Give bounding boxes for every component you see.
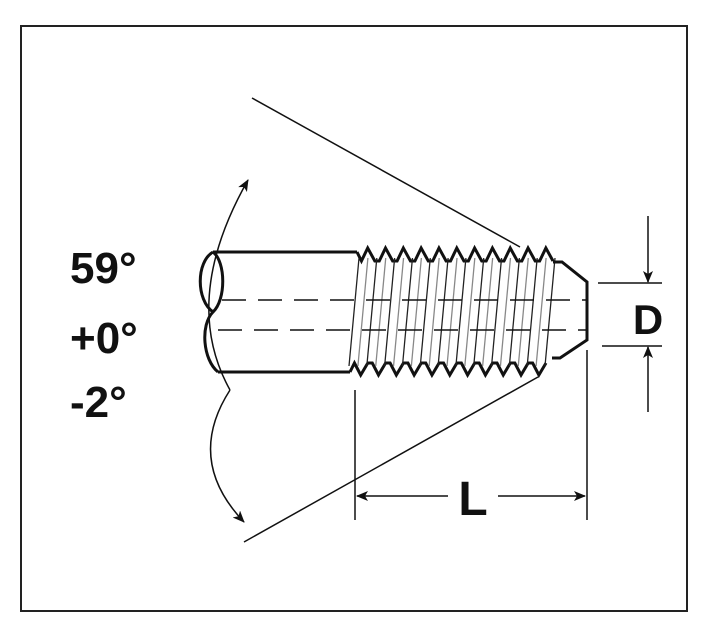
thread-line	[508, 257, 521, 367]
thread-line	[348, 257, 360, 367]
thread-line	[455, 257, 467, 367]
angle-label-minus: -2°	[70, 378, 127, 427]
thread-line	[410, 257, 423, 367]
thread-line	[499, 257, 512, 367]
thread-line	[535, 257, 547, 367]
thread-line	[526, 257, 538, 367]
thread-line	[437, 257, 449, 367]
diameter-label: D	[633, 296, 663, 343]
shank-break	[198, 250, 225, 374]
thread-line	[464, 257, 476, 367]
thread-line	[490, 257, 503, 367]
angle-arc-arrow	[208, 179, 249, 391]
thread-line	[446, 257, 458, 367]
thread-line	[366, 257, 378, 367]
angle-arc-arrow	[209, 389, 245, 523]
tip-chamfer	[552, 260, 589, 360]
angle-label-nominal: 59°	[70, 244, 137, 293]
angle-label-plus: +0°	[70, 314, 138, 363]
shank	[213, 250, 357, 374]
thread-line	[419, 257, 431, 367]
threaded-section	[348, 244, 556, 379]
thread-line	[517, 257, 529, 367]
thread-line	[401, 257, 414, 367]
thread-line	[481, 257, 494, 367]
angle-line-bottom	[243, 376, 539, 543]
thread-line	[428, 257, 440, 367]
thread-line	[392, 257, 405, 367]
thread-line	[473, 257, 485, 367]
thread-line	[375, 257, 387, 367]
thread-line	[357, 257, 369, 367]
thread-profile-bottom	[348, 359, 548, 379]
length-label: L	[458, 473, 487, 526]
thread-line	[383, 257, 396, 367]
angle-line-top	[251, 97, 521, 248]
thread-line	[544, 257, 556, 367]
